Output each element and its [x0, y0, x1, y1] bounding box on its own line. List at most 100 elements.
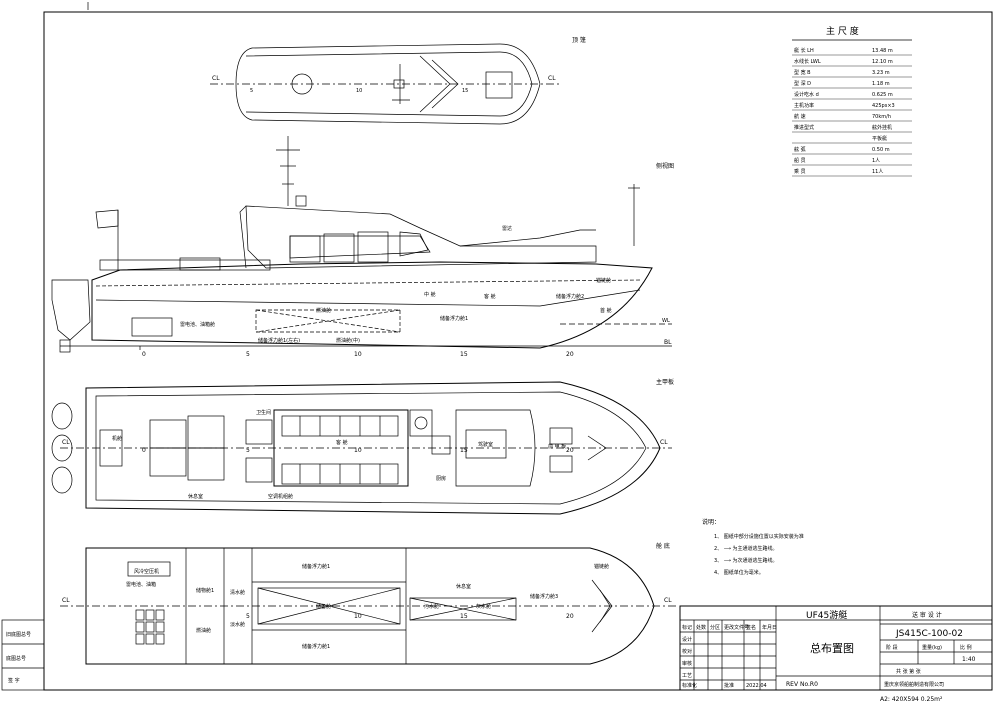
- dimension-label-2: 型 宽 B: [794, 69, 811, 76]
- profile-label-fo: 中 舱: [424, 291, 436, 298]
- bottom-label-fuel: 储物舱1: [196, 587, 214, 594]
- waterline-label: WL: [662, 318, 670, 324]
- dimension-label-4: 设计吃水 d: [794, 91, 819, 98]
- cl-label-bottom-left: CL: [62, 597, 70, 604]
- dimension-label-1: 水线长 LWL: [794, 58, 821, 65]
- profile-frame-20: 20: [566, 351, 574, 358]
- dimension-label-7: 推进型式: [794, 124, 814, 131]
- deck-frame-20: 20: [566, 447, 574, 454]
- dimension-label-6: 航 速: [794, 113, 806, 120]
- weight-label: 重量(kg): [922, 644, 942, 651]
- bottom-frame-10: 10: [354, 613, 362, 620]
- profile-label-mast: 雷达: [502, 225, 512, 232]
- cl-label-bottom-right: CL: [664, 597, 672, 604]
- role-standard: 标准化: [682, 682, 697, 689]
- profile-label-fuel: 燃油舱: [316, 307, 331, 314]
- bottom-label-sew: 污水舱: [424, 603, 439, 610]
- deck-label-passenger: 客 舱: [336, 439, 348, 446]
- bottom-label-fwtank: 清水舱: [230, 589, 245, 596]
- bottom-label-water: 淡水舱: [230, 621, 245, 628]
- sheet-count: 共 张 第 张: [896, 668, 921, 675]
- drawing-number: JS415C-100-02: [895, 629, 963, 639]
- bottom-label-tank: 储备浮力舱1: [302, 563, 330, 570]
- hdr-count: 处数: [696, 624, 706, 631]
- dimension-label-10: 船 员: [794, 157, 806, 164]
- bottom-frame-20: 20: [566, 613, 574, 620]
- deck-frame-5: 5: [246, 447, 250, 454]
- profile-frame-15: 15: [460, 351, 468, 358]
- dimension-value-9: 0.50 m: [872, 147, 890, 153]
- hdr-mark: 标记: [682, 624, 692, 631]
- bottom-label-drain: 灰水舱: [476, 603, 491, 610]
- deck-label-pantry: 厨房: [436, 475, 446, 482]
- profile-label-storage1: 储备浮力舱1: [440, 315, 468, 322]
- profile-label-cabin: 客 舱: [484, 293, 496, 300]
- drawing-date: 2022.04: [746, 683, 767, 689]
- role-process: 工艺: [682, 673, 692, 679]
- bottom-plan: 舱 底 CL CL 风冷空压机 雷电池、油箱 储物舱1 燃油舱 清水舱 淡水舱 …: [60, 542, 676, 665]
- deck-frame-0: 0: [142, 447, 146, 454]
- roof-view-title: 顶 篷: [572, 36, 586, 44]
- role-design: 设计: [682, 636, 692, 643]
- hdr-change-file: 更改文件号: [724, 624, 749, 631]
- title-block: UF45游艇 送 审 设 计 总布置图 JS415C-100-02 REV No…: [679, 605, 993, 691]
- dimensions-title: 主 尺 度: [826, 25, 859, 37]
- baseline-label: BL: [664, 339, 672, 346]
- role-check: 校对: [682, 648, 692, 655]
- stamp-row-1: 旧底图总号: [6, 631, 31, 638]
- roof-view: 顶 篷 CL CL 5 10 15: [210, 36, 586, 125]
- bottom-label-b-storage: 储备浮力舱3: [530, 593, 558, 600]
- deck-frame-10: 10: [354, 447, 362, 454]
- dimension-label-11: 乘 员: [794, 168, 806, 175]
- stamp-row-3: 签 字: [8, 677, 20, 684]
- dimension-value-11: 11人: [872, 169, 883, 175]
- dimension-label-5: 主机功率: [794, 102, 814, 109]
- paper-size: A2: 420X594 0.25m²: [880, 696, 943, 703]
- bottom-label-fuel2: 燃油舱: [196, 627, 211, 634]
- profile-label-chain: 锚链舱: [596, 277, 611, 284]
- dimension-label-0: 艇 长 LH: [794, 47, 814, 54]
- scale-value: 1:40: [962, 656, 976, 663]
- dimension-value-8: 平板艇: [872, 135, 887, 142]
- company-name: 重庆京领船舶制造有限公司: [884, 681, 944, 688]
- note-2: 2、 ⟶ 为主通道逃生路线。: [714, 545, 778, 552]
- dimension-value-6: 70km/h: [872, 114, 891, 120]
- role-review: 审核: [682, 660, 692, 667]
- dimension-value-4: 0.625 m: [872, 92, 893, 98]
- main-deck-title: 主甲板: [656, 378, 674, 386]
- deck-label-front: 前 甲 板: [548, 443, 566, 450]
- project-name: UF45游艇: [806, 609, 847, 621]
- bottom-label-rest: 休息室: [456, 583, 471, 590]
- dimension-label-3: 型 深 D: [794, 80, 811, 87]
- scale-label: 比 例: [960, 644, 972, 651]
- bottom-frame-15: 15: [460, 613, 468, 620]
- bottom-label-storage: 储备舱: [316, 603, 331, 610]
- sheet-border: [43, 11, 993, 691]
- deck-label-galley: 空调机组舱: [268, 493, 293, 500]
- dimension-value-7: 舷外挂机: [872, 124, 892, 131]
- hdr-date: 年月日: [762, 624, 777, 631]
- notes-title: 说明：: [702, 518, 720, 526]
- dimension-value-2: 3.23 m: [872, 70, 890, 76]
- deck-label-driver: 驾驶室: [478, 441, 493, 448]
- main-deck-plan: 主甲板 CL CL 机舱 卫生间 客 舱 驾驶室 厨房: [51, 378, 674, 515]
- profile-view: 侧视图 BL WL 雷电池: [51, 136, 674, 358]
- note-1: 1、 图纸中部分设施位置以实际安装为准: [714, 533, 804, 540]
- deck-frame-15: 15: [460, 447, 468, 454]
- roof-frame-5: 5: [250, 88, 253, 94]
- design-phase: 送 审 设 计: [912, 611, 942, 619]
- notes: 说明： 1、 图纸中部分设施位置以实际安装为准 2、 ⟶ 为主通道逃生路线。 3…: [702, 518, 804, 576]
- profile-label-storage2: 储备浮力舱2: [556, 293, 584, 300]
- deck-label-toilet: 卫生间: [256, 409, 271, 416]
- profile-frame-5: 5: [246, 351, 250, 358]
- drawing-title: 总布置图: [810, 641, 854, 655]
- profile-frame-10: 10: [354, 351, 362, 358]
- deck-label-engine: 机舱: [112, 435, 122, 442]
- dimension-value-10: 1人: [872, 158, 880, 164]
- roof-frame-10: 10: [356, 88, 362, 94]
- bottom-label-battery: 风冷空压机: [134, 568, 159, 575]
- cl-label-deck-right: CL: [660, 439, 668, 446]
- dimension-label-9: 舷 弧: [794, 146, 806, 153]
- roof-frame-15: 15: [462, 88, 468, 94]
